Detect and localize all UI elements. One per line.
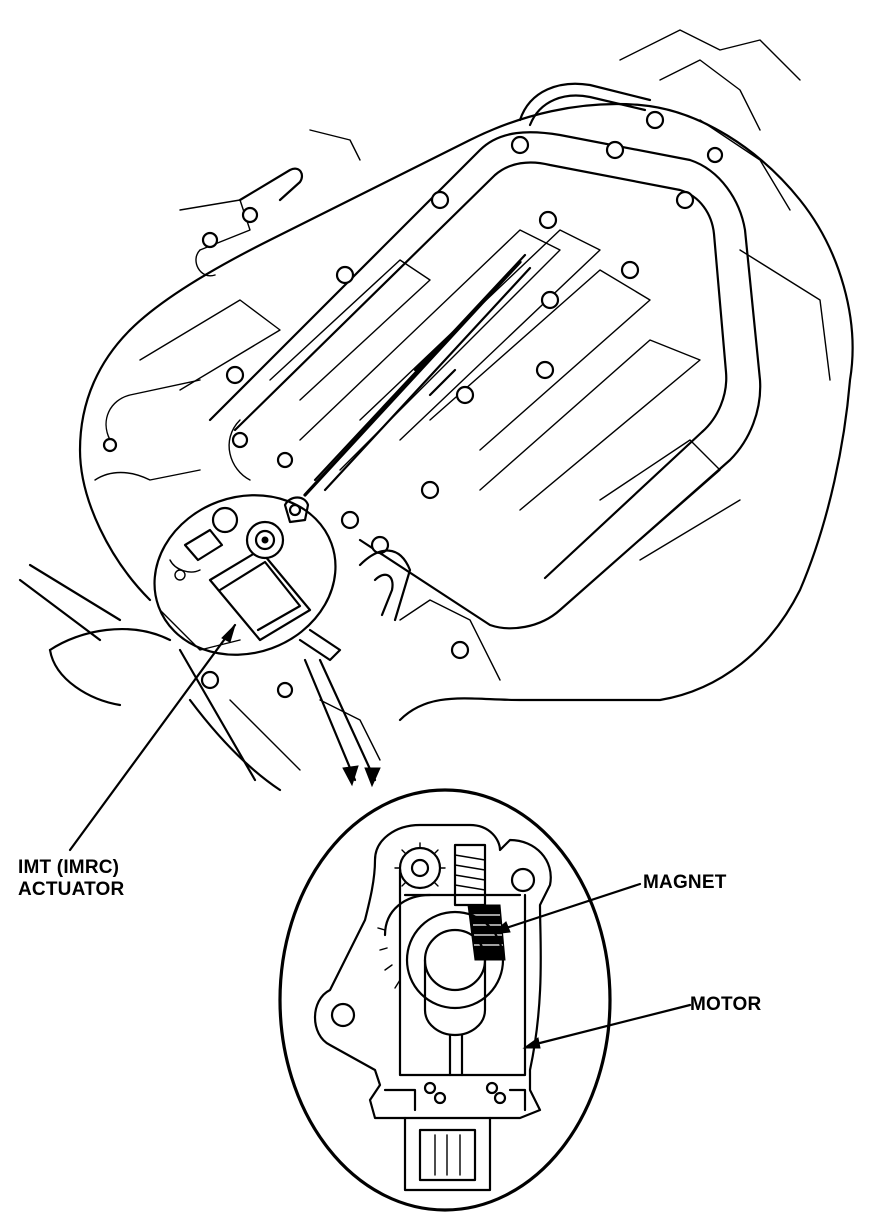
label-actuator-line2: ACTUATOR: [18, 879, 125, 900]
magnified-actuator-view: [278, 788, 612, 1212]
leader-lines: [68, 623, 692, 1049]
label-actuator-line1: IMT (IMRC): [18, 857, 120, 878]
label-motor: MOTOR: [690, 994, 762, 1015]
manifold-bolts: [102, 110, 724, 699]
actuator-in-situ: [153, 494, 342, 662]
label-magnet: MAGNET: [643, 872, 727, 893]
intake-manifold: [18, 29, 854, 792]
